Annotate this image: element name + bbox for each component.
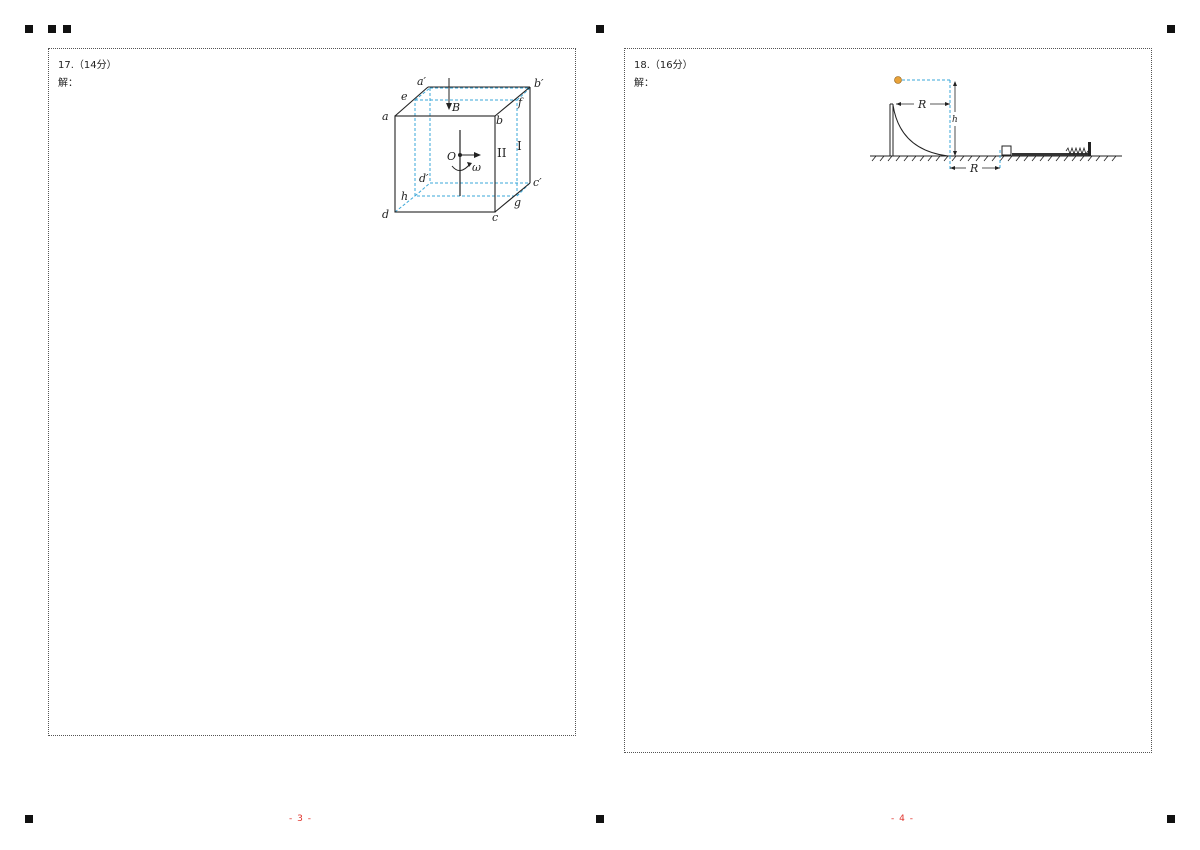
label-a-prime: a′ <box>417 75 427 88</box>
answer-box-q18[interactable] <box>624 48 1152 753</box>
label-a: a <box>382 110 389 123</box>
registration-mark-bottom-left <box>25 815 33 823</box>
question-17-answer-label: 解： <box>58 78 78 89</box>
registration-mark-bottom-center <box>596 815 604 823</box>
registration-mark-top-left <box>25 25 33 33</box>
ball <box>894 76 902 84</box>
page-number-right: - 4 - <box>891 814 914 824</box>
label-R-bottom: R <box>969 162 978 175</box>
spring <box>1065 146 1089 156</box>
outer-cube <box>394 86 531 213</box>
label-e: e <box>401 90 408 103</box>
wall <box>1088 142 1091 156</box>
inner-dashed-box <box>394 87 531 213</box>
label-h: h <box>952 115 958 125</box>
rough-surface <box>1012 153 1090 156</box>
registration-mark-top-right <box>1167 25 1175 33</box>
registration-mark-top-left-3 <box>63 25 71 33</box>
label-c-prime: c′ <box>533 176 542 189</box>
label-B: B <box>451 101 460 114</box>
label-c: c <box>492 211 498 224</box>
answer-box-q17[interactable] <box>48 48 576 736</box>
label-d-prime: d′ <box>419 172 429 185</box>
label-f: f <box>517 96 524 109</box>
label-b: b <box>496 114 503 127</box>
page-number-left: - 3 - <box>289 814 312 824</box>
rotation-arrow <box>451 163 471 171</box>
label-h: h <box>401 190 408 203</box>
question-17-number: 17.（14分） <box>58 60 117 71</box>
label-omega: ω <box>472 161 481 174</box>
label-region-I: I <box>517 139 522 153</box>
question-18-number: 18.（16分） <box>634 60 693 71</box>
block <box>1001 145 1012 156</box>
label-b-prime: b′ <box>534 77 544 90</box>
q18-track-figure: R h R <box>870 76 1122 175</box>
label-R-top: R <box>917 98 926 111</box>
curved-track <box>889 103 949 157</box>
label-O: O <box>447 150 456 163</box>
magnetic-field-arrow <box>446 78 452 110</box>
registration-mark-bottom-right <box>1167 815 1175 823</box>
label-region-II: II <box>497 146 507 160</box>
ground-hatching <box>871 155 1117 162</box>
question-18-answer-label: 解： <box>634 78 654 89</box>
label-g: g <box>514 196 521 209</box>
q17-cube-figure: a′ e a b′ f b B O ω d′ h d c′ g c II I <box>382 75 544 224</box>
registration-mark-top-center <box>596 25 604 33</box>
registration-mark-top-left-2 <box>48 25 56 33</box>
label-d: d <box>382 208 389 221</box>
